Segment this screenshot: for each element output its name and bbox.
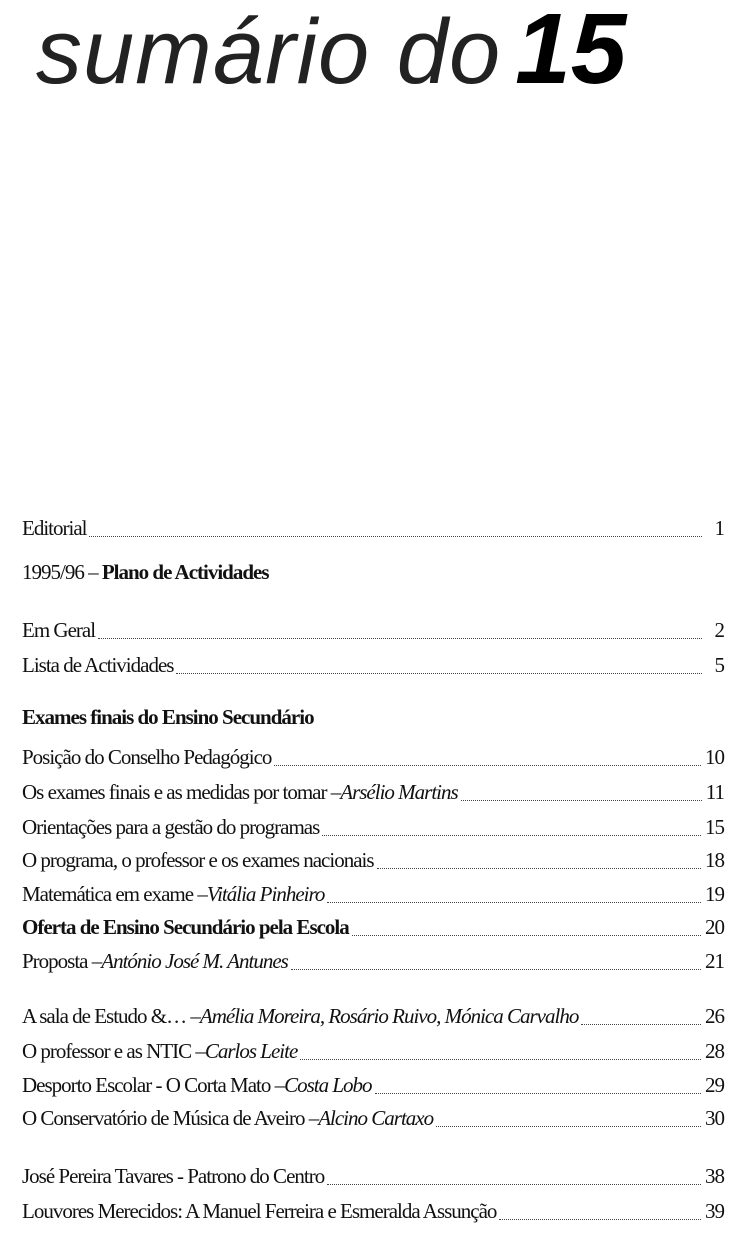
page-number: 10 [705, 745, 725, 769]
entry-author: Costa Lobo [284, 1073, 372, 1097]
entry-title: A sala de Estudo &… – [22, 1004, 201, 1028]
page-number: 11 [705, 780, 725, 804]
entry-author: Vitália Pinheiro [206, 882, 326, 906]
entry-title: Matemática em exame – [22, 882, 208, 906]
entry-title: Os exames finais e as medidas por tomar … [22, 780, 341, 804]
dot-leader [374, 1093, 701, 1094]
entry-title: Desporto Escolar - O Corta Mato – [22, 1073, 285, 1097]
entry-author: António José M. Antunes [101, 949, 289, 973]
toc-entry[interactable]: O professor e as NTIC – Carlos Leite 28 [22, 1039, 725, 1067]
page-number: 5 [714, 653, 726, 677]
page-number: 15 [705, 815, 725, 839]
dot-leader [327, 1184, 701, 1185]
toc-entry[interactable]: Editorial 1 [22, 516, 726, 544]
section-heading: Exames finais do Ensino Secundário [22, 705, 315, 730]
section-heading-title: Exames finais do Ensino Secundário [22, 705, 315, 729]
dot-leader [274, 765, 701, 766]
dot-leader [89, 536, 702, 537]
toc-entry[interactable]: A sala de Estudo &… – Amélia Moreira, Ro… [22, 1004, 725, 1032]
entry-title: Orientações para a gestão do programas [22, 815, 320, 839]
section-heading-prefix: 1995/96 – [22, 560, 102, 584]
title-text: sumário do [36, 1, 502, 103]
toc-entry[interactable]: Louvores Merecidos: A Manuel Ferreira e … [22, 1199, 725, 1227]
page-number: 18 [705, 848, 725, 872]
page-number: 21 [705, 949, 725, 973]
dot-leader [351, 935, 701, 936]
page-number: 1 [714, 516, 726, 540]
section-heading-title: Plano de Actividades [101, 560, 270, 584]
page-number: 39 [705, 1199, 725, 1223]
page-number: 28 [705, 1039, 725, 1063]
entry-title: Posição do Conselho Pedagógico [22, 745, 272, 769]
toc-entry[interactable]: Orientações para a gestão do programas 15 [22, 815, 725, 843]
toc-entry[interactable]: Posição do Conselho Pedagógico 10 [22, 745, 725, 773]
dot-leader [460, 800, 702, 801]
section-heading: 1995/96 – Plano de Actividades [22, 560, 270, 585]
page-number: 2 [714, 618, 726, 642]
dot-leader [290, 969, 701, 970]
page-number: 20 [705, 915, 725, 939]
dot-leader [499, 1219, 701, 1220]
issue-number: 15 [515, 0, 627, 105]
page-number: 30 [705, 1106, 725, 1130]
entry-title: Louvores Merecidos: A Manuel Ferreira e … [22, 1199, 497, 1223]
entry-title: José Pereira Tavares - Patrono do Centro [22, 1164, 325, 1188]
dot-leader [327, 902, 701, 903]
dot-leader [581, 1024, 701, 1025]
toc-entry[interactable]: Os exames finais e as medidas por tomar … [22, 780, 725, 808]
entry-title: Em Geral [22, 618, 96, 642]
entry-title: Oferta de Ensino Secundário pela Escola [22, 915, 350, 939]
dot-leader [376, 868, 701, 869]
page-number: 26 [705, 1004, 725, 1028]
toc-entry[interactable]: Em Geral 2 [22, 618, 726, 646]
dot-leader [322, 835, 701, 836]
page-number: 38 [705, 1164, 725, 1188]
entry-author: Alcino Cartaxo [318, 1106, 434, 1130]
entry-title: Lista de Actividades [22, 653, 174, 677]
toc-entry[interactable]: José Pereira Tavares - Patrono do Centro… [22, 1164, 725, 1192]
entry-author: Arsélio Martins [340, 780, 458, 804]
dot-leader [176, 673, 702, 674]
toc-entry[interactable]: O programa, o professor e os exames naci… [22, 848, 725, 876]
toc-entry[interactable]: Proposta – António José M. Antunes 21 [22, 949, 725, 977]
entry-author: Carlos Leite [204, 1039, 298, 1063]
toc-entry[interactable]: O Conservatório de Música de Aveiro – Al… [22, 1106, 725, 1134]
toc-entry[interactable]: Oferta de Ensino Secundário pela Escola 2… [22, 915, 725, 943]
entry-title: O professor e as NTIC – [22, 1039, 206, 1063]
page-number: 19 [705, 882, 725, 906]
toc-entry[interactable]: Lista de Actividades 5 [22, 653, 726, 681]
dot-leader [300, 1059, 701, 1060]
entry-title: Proposta – [22, 949, 102, 973]
toc-entry[interactable]: Desporto Escolar - O Corta Mato – Costa … [22, 1073, 725, 1101]
dot-leader [98, 638, 702, 639]
dot-leader [436, 1126, 701, 1127]
entry-title: O programa, o professor e os exames naci… [22, 848, 375, 872]
entry-author: Amélia Moreira, Rosário Ruivo, Mónica Ca… [199, 1004, 579, 1028]
page-number: 29 [705, 1073, 725, 1097]
entry-title: Editorial [22, 516, 87, 540]
toc-entry[interactable]: Matemática em exame – Vitália Pinheiro 19 [22, 882, 725, 910]
entry-title: O Conservatório de Música de Aveiro – [22, 1106, 319, 1130]
